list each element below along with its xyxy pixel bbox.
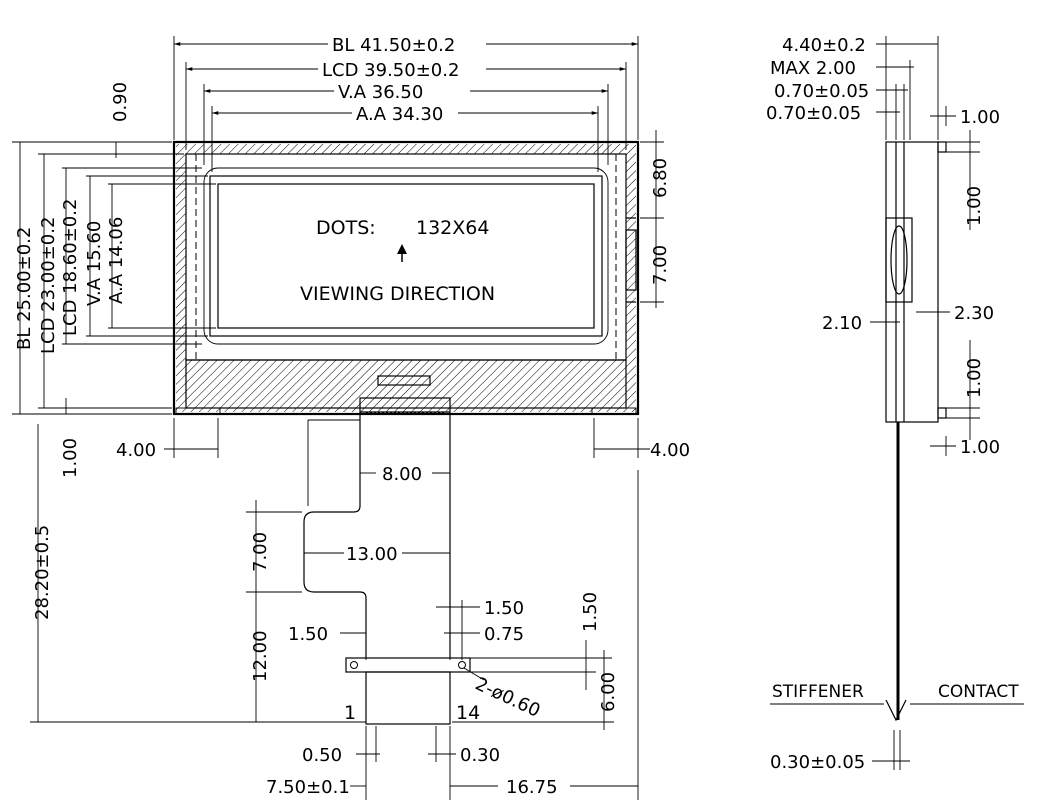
- lcd-glass: [185, 153, 627, 361]
- backlight-outline: [172, 140, 640, 416]
- dim-fpc-150-left: 1.50: [288, 624, 328, 645]
- dim-fpc-6: 6.00: [598, 672, 619, 712]
- stiffener-label: STIFFENER: [772, 682, 864, 702]
- fpc-stiffener: [345, 657, 471, 673]
- dim-fpc-13: 13.00: [346, 544, 398, 565]
- fpc-header: [359, 397, 451, 413]
- side-notch-dimensions: 6.80 7.00: [640, 130, 671, 308]
- dim-top-offset: 0.90: [110, 82, 131, 122]
- fpc-cable: [303, 412, 451, 658]
- connector-slot: [377, 375, 431, 386]
- dim-side-070-b: 0.70±0.05: [766, 103, 861, 124]
- width-dimensions: BL 41.50±0.2 LCD 39.50±0.2 V.A 36.50 A.A…: [173, 35, 639, 172]
- pin-1-label: 1: [344, 702, 356, 724]
- dim-aa-width: A.A 34.30: [356, 104, 443, 125]
- dim-va-width: V.A 36.50: [338, 82, 423, 103]
- fpc-contact-pad: [365, 671, 451, 725]
- dim-side-070-a: 0.70±0.05: [774, 81, 869, 102]
- dim-aa-height: A.A 14.06: [106, 217, 127, 304]
- dim-side-1-vertical-top: 1.00: [964, 186, 985, 226]
- dim-fpc-150-vertical: 1.50: [580, 592, 601, 632]
- dots-label: DOTS:: [316, 217, 376, 239]
- fpc-dimensions: 8.00 13.00 7.00 12.00 1.50 1.50 0.75 1.5…: [246, 464, 639, 800]
- dim-fpc-8: 8.00: [382, 464, 422, 485]
- viewing-direction-label: VIEWING DIRECTION: [300, 283, 495, 305]
- contact-label: CONTACT: [938, 682, 1019, 702]
- dim-left-tab: 4.00: [116, 440, 156, 461]
- dim-notch-top: 6.80: [650, 158, 671, 198]
- dim-side-max: MAX 2.00: [770, 58, 856, 79]
- dim-fpc-150-right: 1.50: [484, 598, 524, 619]
- dim-bl-width: BL 41.50±0.2: [332, 35, 455, 56]
- dim-side-210: 2.10: [822, 313, 862, 334]
- dim-va-height: V.A 15.60: [84, 221, 105, 306]
- viewing-direction-arrow-icon: [397, 244, 407, 262]
- dim-lcd-height: LCD 23.00±0.2: [38, 217, 59, 354]
- dim-side-1-bottom: 1.00: [960, 437, 1000, 458]
- dim-side-1-top: 1.00: [960, 107, 1000, 128]
- dim-fpc-offset: 16.75: [506, 777, 558, 798]
- side-view: 4.40±0.2 MAX 2.00 0.70±0.05 0.70±0.05 1.…: [766, 35, 1024, 773]
- pin-14-label: 14: [456, 702, 480, 724]
- dim-side-thickness: 4.40±0.2: [782, 35, 866, 56]
- front-view: DOTS: 132X64 VIEWING DIRECTION 1 14 BL 4…: [12, 35, 690, 800]
- bezel-hatch: [176, 144, 636, 412]
- dim-notch-height: 7.00: [650, 245, 671, 285]
- dim-fpc-075: 0.75: [484, 624, 524, 645]
- ledge-strip: [185, 359, 627, 409]
- dim-fpc-050: 0.50: [302, 745, 342, 766]
- dim-side-230: 2.30: [954, 303, 994, 324]
- active-area-frame: [209, 175, 603, 337]
- dim-fpc-7: 7.00: [250, 532, 271, 572]
- dim-fpc-pitch: 7.50±0.1: [266, 777, 350, 798]
- dim-lcd-height-2: LCD 18.60±0.2: [60, 199, 81, 336]
- dim-1-00: 1.00: [60, 438, 81, 478]
- dim-right-tab: 4.00: [650, 440, 690, 461]
- dim-bl-height: BL 25.00±0.2: [14, 227, 35, 350]
- dots-value: 132X64: [416, 217, 489, 239]
- viewing-area-outline: [203, 167, 609, 345]
- dim-side-030: 0.30±0.05: [770, 752, 865, 773]
- dim-side-1-vertical-bottom: 1.00: [964, 358, 985, 398]
- dim-fpc-holes: 2-ø0.60: [472, 673, 543, 721]
- dim-fpc-length: 28.20±0.5: [32, 525, 53, 620]
- dim-fpc-030: 0.30: [460, 745, 500, 766]
- tab-dimensions: 4.00 4.00: [116, 418, 690, 461]
- dim-lcd-width: LCD 39.50±0.2: [322, 60, 459, 81]
- active-area: [217, 183, 595, 329]
- height-dimensions: BL 25.00±0.2 LCD 23.00±0.2 LCD 18.60±0.2…: [12, 82, 366, 723]
- side-notch: [625, 229, 637, 291]
- dim-fpc-12: 12.00: [250, 630, 271, 682]
